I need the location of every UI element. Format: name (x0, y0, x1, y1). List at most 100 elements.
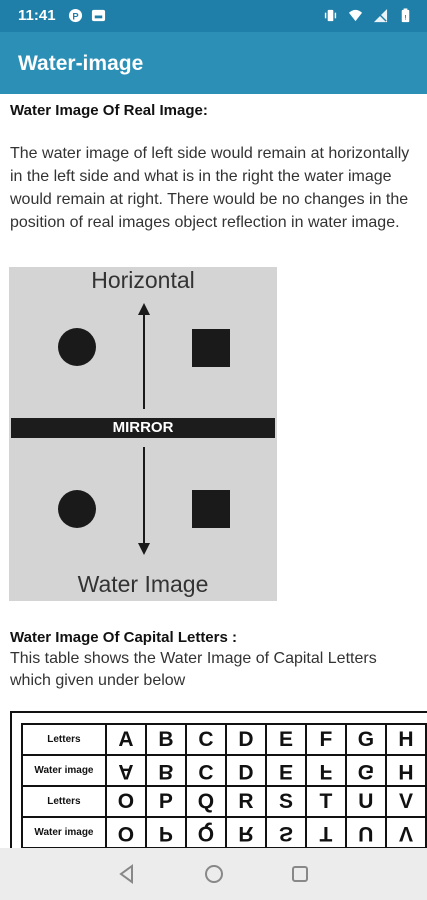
letter-glyph: B (158, 727, 174, 751)
letter-glyph: A (118, 759, 134, 783)
letter-glyph: R (238, 821, 254, 845)
status-time: 11:41 (18, 7, 56, 24)
mirror-diagram-shapes (58, 303, 230, 555)
paragraph-capital-letters: This table shows the Water Image of Capi… (10, 650, 377, 689)
letter-glyph: A (118, 727, 134, 751)
letters-cell: H (384, 723, 427, 756)
letters-cell: G (344, 723, 387, 756)
section-heading-real-image: Water Image Of Real Image: (10, 102, 208, 119)
content-scroll-area[interactable]: Water Image Of Real Image: The water ima… (0, 94, 427, 848)
letter-glyph: D (238, 759, 254, 783)
letters-cell: U (344, 816, 387, 848)
letters-row-label: Letters (21, 723, 107, 756)
letters-cell: A (104, 754, 147, 787)
letters-cell: U (344, 785, 387, 818)
letters-cell: R (224, 816, 267, 848)
back-icon[interactable] (115, 862, 139, 886)
diagram-mirror-band: MIRROR (11, 418, 275, 438)
mirror-diagram-image: Horizontal MIRROR Water Image (9, 267, 277, 601)
letters-cell: C (184, 723, 227, 756)
letter-glyph: F (319, 727, 333, 751)
letters-cell: Q (184, 816, 227, 848)
letters-cell: S (264, 785, 307, 818)
letter-glyph: U (358, 821, 374, 845)
letter-glyph: E (278, 727, 293, 751)
app-bar: Water-image (0, 32, 427, 94)
letter-glyph: B (158, 759, 174, 783)
letter-glyph: R (238, 789, 254, 813)
letter-glyph: D (238, 727, 254, 751)
letter-glyph: V (398, 821, 413, 845)
letters-cell: O (104, 785, 147, 818)
status-notification-icons: P (68, 8, 106, 23)
letter-glyph: T (319, 789, 333, 813)
home-icon[interactable] (202, 862, 226, 886)
letters-cell: O (104, 816, 147, 848)
letters-cell: Q (184, 785, 227, 818)
letter-glyph: H (398, 727, 414, 751)
letters-row-label: Water image (21, 816, 107, 848)
vibrate-icon (324, 9, 337, 22)
status-bar: 11:41 P ! (0, 0, 427, 32)
letters-cell: E (264, 723, 307, 756)
letters-cell: H (384, 754, 427, 787)
letters-cell: F (304, 723, 347, 756)
letter-glyph: Q (197, 821, 215, 845)
letter-glyph: Q (197, 789, 215, 813)
letter-glyph: O (117, 789, 135, 813)
letter-glyph: S (278, 821, 293, 845)
letters-cell: P (144, 785, 187, 818)
letter-glyph: G (357, 759, 375, 783)
letters-cell: F (304, 754, 347, 787)
letter-glyph: E (278, 759, 293, 783)
letters-cell: V (384, 816, 427, 848)
letters-cell: E (264, 754, 307, 787)
status-system-icons: ! (323, 8, 413, 23)
letter-glyph: T (319, 821, 333, 845)
letter-glyph: O (117, 821, 135, 845)
letter-glyph: C (198, 759, 214, 783)
letter-glyph: H (398, 759, 414, 783)
section-heading-capital-letters: Water Image Of Capital Letters : (10, 629, 237, 646)
letter-glyph: V (398, 789, 413, 813)
letter-glyph: S (278, 789, 293, 813)
letter-glyph: P (158, 821, 173, 845)
letters-cell: C (184, 754, 227, 787)
letter-glyph: G (357, 727, 375, 751)
letters-cell: T (304, 785, 347, 818)
recents-icon[interactable] (288, 862, 312, 886)
image-app-icon (91, 9, 106, 22)
battery-icon: ! (401, 8, 410, 23)
letters-cell: P (144, 816, 187, 848)
letters-cell: A (104, 723, 147, 756)
wifi-icon (348, 9, 363, 22)
letter-glyph: F (319, 759, 333, 783)
letters-cell: R (224, 785, 267, 818)
svg-text:!: ! (404, 14, 406, 21)
letter-glyph: C (198, 727, 214, 751)
letters-cell: B (144, 754, 187, 787)
diagram-bottom-label: Water Image (77, 571, 209, 597)
svg-text:P: P (72, 11, 78, 21)
letters-cell: G (344, 754, 387, 787)
letters-row-label: Water image (21, 754, 107, 787)
letters-cell: D (224, 754, 267, 787)
paragraph-real-image: The water image of left side would remai… (10, 145, 410, 231)
letters-cell: B (144, 723, 187, 756)
letter-glyph: U (358, 789, 374, 813)
letter-glyph: P (158, 789, 173, 813)
signal-icon (373, 8, 388, 23)
navigation-bar (0, 848, 427, 900)
shield-app-icon: P (68, 8, 83, 23)
diagram-top-label: Horizontal (91, 267, 195, 293)
letters-cell: T (304, 816, 347, 848)
letters-cell: S (264, 816, 307, 848)
app-title: Water-image (18, 52, 144, 75)
letters-row-label: Letters (21, 785, 107, 818)
letters-cell: V (384, 785, 427, 818)
